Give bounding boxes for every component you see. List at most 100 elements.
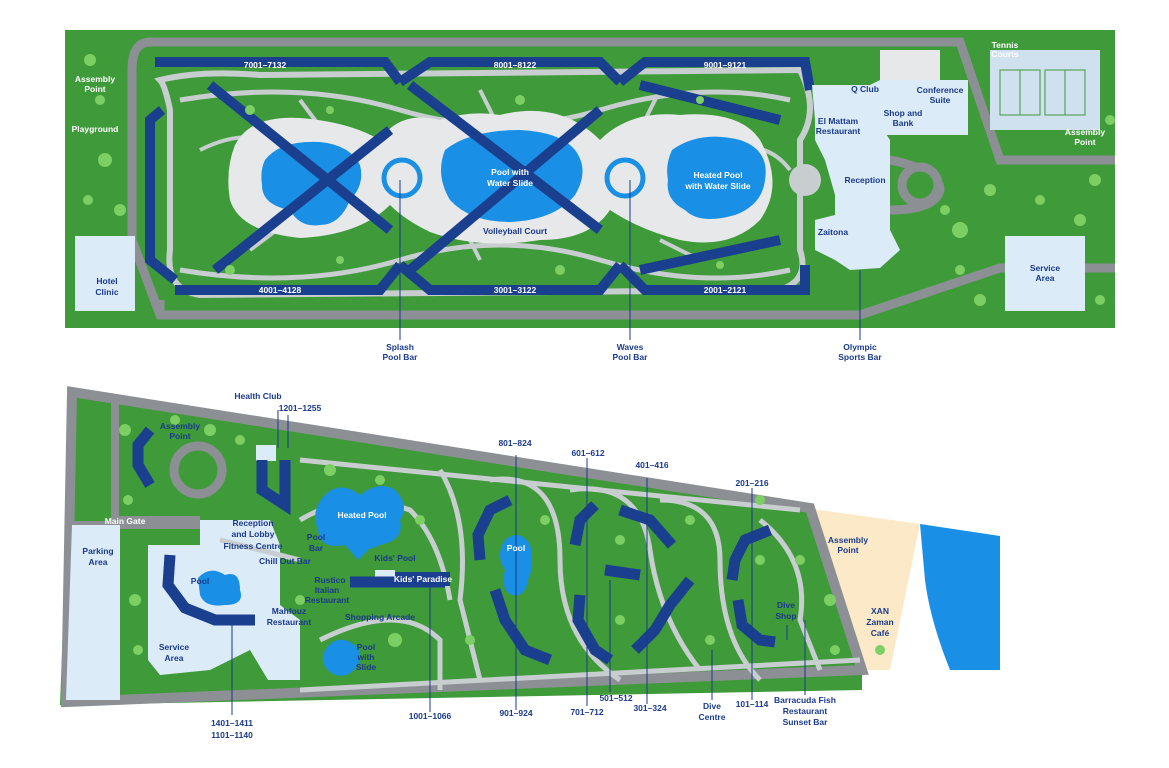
splash-pool (381, 157, 423, 199)
top-map-road (127, 37, 1115, 320)
mahfouz-2: Restaurant (267, 617, 312, 627)
block-1201-label: 1201–1255 (279, 403, 322, 413)
fitness-centre-label: Fitness Centre (223, 541, 282, 551)
top-map-pool-1 (261, 141, 362, 226)
top-map-trees (83, 54, 1115, 306)
heated-pool-label: Heated Pool (337, 510, 386, 520)
conference-building (880, 80, 968, 135)
splash-pool-bar-2: Pool Bar (383, 352, 419, 362)
splash-pool-bar-1: Splash (386, 342, 414, 352)
parking-area (66, 525, 120, 700)
block-101-label: 101–114 (736, 699, 769, 709)
block-9001-label: 9001–9121 (704, 60, 747, 70)
conference-suite-2: Suite (930, 95, 951, 105)
xan-zaman-1: XAN (871, 606, 889, 616)
top-map-path-b (179, 242, 791, 281)
parking-area-1: Parking (82, 546, 113, 556)
kids-paradise-building (395, 572, 450, 586)
building-301 (631, 576, 695, 654)
pool-slide-1: Pool (357, 642, 375, 652)
bottom-map-roundabout (169, 441, 227, 499)
building-9001 (616, 57, 815, 91)
building-4001 (175, 261, 404, 295)
building-cross-1 (206, 81, 394, 274)
olympic-sports-bar-2: Sports Bar (838, 352, 882, 362)
mahfouz-1: Mahfouz (272, 606, 306, 616)
el-mattam-1: El Mattam (818, 116, 859, 126)
kids-paradise-label: Kids' Paradise (394, 574, 453, 584)
assembly-point-bl-1: Assembly (160, 421, 200, 431)
rustico-3: Restaurant (305, 595, 350, 605)
sunset-bar-label: Sunset Bar (783, 717, 829, 727)
building-401 (618, 504, 677, 549)
shop-bank-2: Bank (893, 118, 914, 128)
bottom-map-trees (119, 415, 885, 655)
pool-center-label: Pool (507, 543, 525, 553)
building-7001 (155, 57, 404, 85)
pool-label-1b: Water Slide (487, 178, 533, 188)
assembly-point-bl-2: Point (169, 431, 190, 441)
assembly-point-tr-1: Assembly (1065, 127, 1105, 137)
building-501 (604, 564, 641, 581)
assembly-point-tl-2: Point (84, 84, 105, 94)
main-building (812, 80, 900, 270)
building-cross-2 (406, 81, 604, 274)
dive-shop-1: Dive (777, 600, 795, 610)
xan-zaman-3: Café (871, 628, 890, 638)
q-club-label: Q Club (851, 84, 879, 94)
pool-bar-1: Pool (307, 532, 325, 542)
assembly-point-tl-1: Assembly (75, 74, 115, 84)
building-601 (569, 501, 599, 547)
block-701-label: 701–712 (570, 707, 603, 717)
service-area-1: Service (1030, 263, 1061, 273)
dive-shop-2: Shop (775, 611, 796, 621)
building-3001 (396, 261, 624, 295)
pool-slide-2: with (357, 652, 375, 662)
bottom-map: 1201–1255 801–824 601–612 401–416 201–21… (60, 386, 1000, 740)
rustico-2: Italian (315, 585, 340, 595)
olympic-sports-bar-1: Olympic (843, 342, 877, 352)
block-2001-label: 2001–2121 (704, 285, 747, 295)
top-map-roundabout (897, 162, 943, 208)
reception-label: Reception (844, 175, 885, 185)
barracuda-2: Restaurant (783, 706, 828, 716)
building-7001-west (145, 106, 179, 284)
tennis-courts-2: Courts (991, 49, 1019, 59)
service-area-2: Area (1036, 273, 1055, 283)
shopping-arcade-label: Shopping Arcade (345, 612, 415, 622)
shop-bank-1: Shop and (884, 108, 923, 118)
pool-label-1a: Pool with (491, 167, 529, 177)
block-8001-label: 8001–8122 (494, 60, 537, 70)
building-2001 (616, 261, 810, 295)
block-801-label: 801–824 (498, 438, 531, 448)
bottom-map-sea (920, 524, 1000, 670)
building-201 (726, 524, 773, 581)
block-201-label: 201–216 (735, 478, 768, 488)
hotel-clinic-building (75, 236, 135, 311)
service-area-b-2: Area (165, 653, 184, 663)
building-8001 (397, 57, 624, 87)
building-901 (489, 588, 553, 666)
assembly-point-br-2: Point (837, 545, 858, 555)
reception-lobby-1: Reception (232, 518, 273, 528)
block-7001-label: 7001–7132 (244, 60, 287, 70)
pool-slide-3: Slide (356, 662, 377, 672)
building-101 (732, 599, 776, 648)
dive-centre-1: Dive (703, 701, 721, 711)
health-club-building (256, 445, 276, 461)
building-assembly (132, 426, 155, 488)
pool-label-2b: with Water Slide (684, 181, 751, 191)
volleyball-court-label: Volleyball Court (483, 226, 547, 236)
main-gate-label: Main Gate (105, 516, 146, 526)
rustico-1: Rustico (314, 575, 345, 585)
pool-with-slide (322, 639, 361, 676)
top-map-pool-3 (667, 136, 766, 219)
block-401-label: 401–416 (635, 460, 668, 470)
top-map-buildings (145, 57, 815, 295)
parking-area-2: Area (89, 557, 108, 567)
health-club-label: Health Club (234, 391, 281, 401)
block-601-label: 601–612 (571, 448, 604, 458)
bottom-map-road (60, 386, 869, 708)
reception-lobby-2: and Lobby (232, 529, 275, 539)
